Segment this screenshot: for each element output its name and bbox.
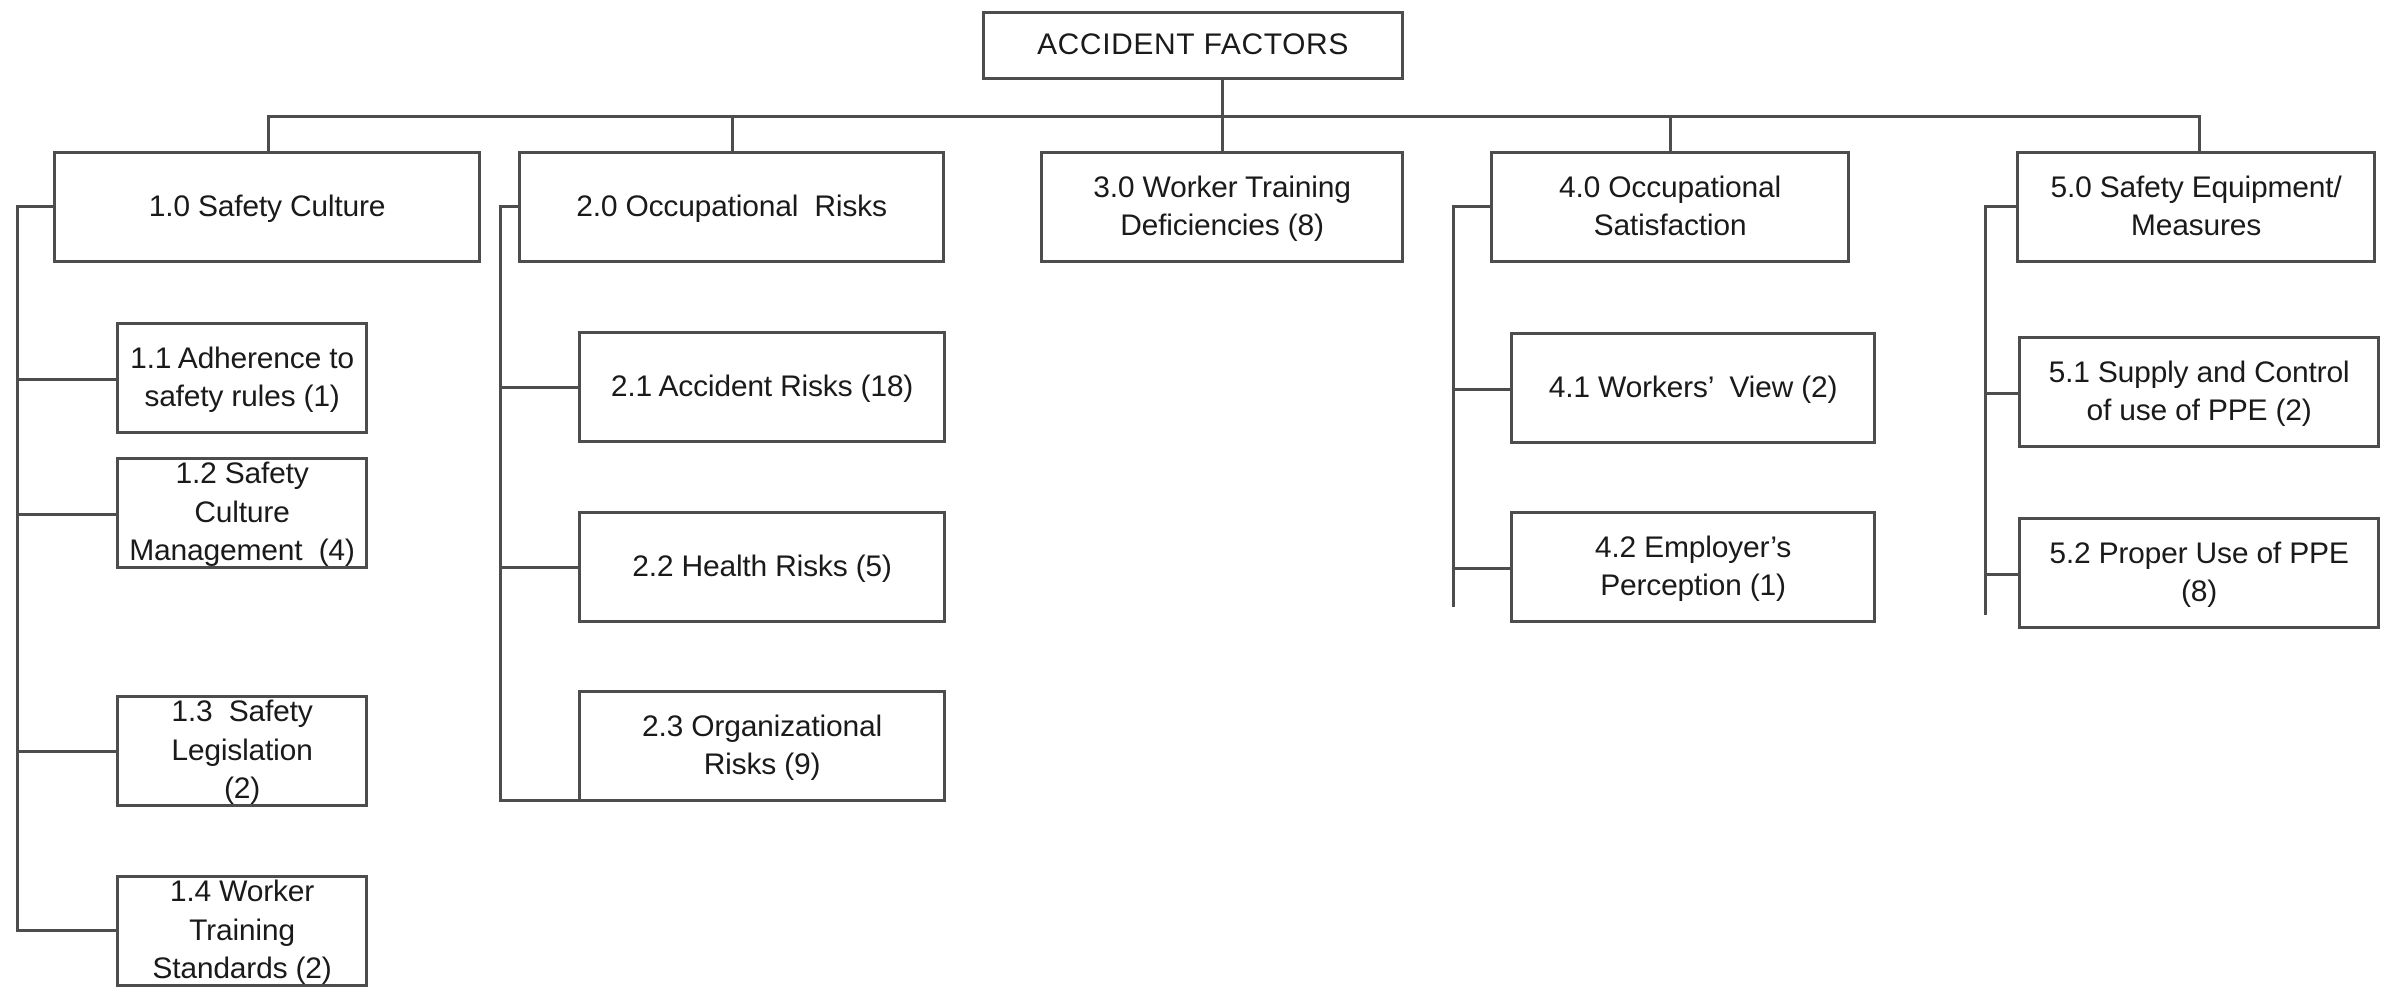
connector-drop-5 [2198, 115, 2201, 153]
connector-drop-2 [731, 115, 734, 153]
node-root-accident-factors[interactable]: ACCIDENT FACTORS [982, 11, 1404, 80]
connector-stub-2-2 [499, 566, 581, 569]
connector-trunk-5-head [1984, 205, 2019, 208]
connector-trunk-2 [499, 205, 502, 802]
node-2-1-accident-risks[interactable]: 2.1 Accident Risks (18) [578, 331, 946, 443]
node-1-1-adherence-to-safety-rules[interactable]: 1.1 Adherence to safety rules (1) [116, 322, 368, 434]
connector-root-stem [1221, 80, 1224, 118]
connector-trunk-4-head [1452, 205, 1493, 208]
connector-drop-4 [1669, 115, 1672, 153]
connector-trunk-1 [16, 205, 19, 931]
node-3-0-worker-training-deficiencies[interactable]: 3.0 Worker Training Deficiencies (8) [1040, 151, 1404, 263]
node-2-2-health-risks[interactable]: 2.2 Health Risks (5) [578, 511, 946, 623]
connector-trunk-5 [1984, 205, 1987, 615]
connector-stub-2-1 [499, 386, 581, 389]
connector-drop-1 [267, 115, 270, 153]
connector-trunk-2-head [499, 205, 521, 208]
connector-drop-3 [1221, 115, 1224, 153]
connector-stub-4-2 [1452, 567, 1513, 570]
connector-bus [267, 115, 2201, 118]
node-2-0-occupational-risks[interactable]: 2.0 Occupational Risks [518, 151, 945, 263]
node-1-3-safety-legislation[interactable]: 1.3 Safety Legislation (2) [116, 695, 368, 807]
connector-stub-5-1 [1984, 392, 2020, 395]
connector-stub-1-1 [16, 378, 119, 381]
node-4-2-employers-perception[interactable]: 4.2 Employer’s Perception (1) [1510, 511, 1876, 623]
node-5-2-proper-use-of-ppe[interactable]: 5.2 Proper Use of PPE (8) [2018, 517, 2380, 629]
connector-stub-1-4 [16, 929, 119, 932]
node-4-1-workers-view[interactable]: 4.1 Workers’ View (2) [1510, 332, 1876, 444]
node-2-3-organizational-risks[interactable]: 2.3 Organizational Risks (9) [578, 690, 946, 802]
node-4-0-occupational-satisfaction[interactable]: 4.0 Occupational Satisfaction [1490, 151, 1850, 263]
connector-stub-1-3 [16, 750, 119, 753]
node-5-0-safety-equipment-measures[interactable]: 5.0 Safety Equipment/ Measures [2016, 151, 2376, 263]
connector-stub-4-1 [1452, 388, 1513, 391]
node-1-2-safety-culture-management[interactable]: 1.2 Safety Culture Management (4) [116, 457, 368, 569]
node-5-1-supply-and-control-of-ppe[interactable]: 5.1 Supply and Control of use of PPE (2) [2018, 336, 2380, 448]
connector-stub-5-2 [1984, 573, 2020, 576]
node-1-4-worker-training-standards[interactable]: 1.4 Worker Training Standards (2) [116, 875, 368, 987]
connector-trunk-1-head [16, 205, 56, 208]
connector-trunk-4 [1452, 205, 1455, 607]
node-1-0-safety-culture[interactable]: 1.0 Safety Culture [53, 151, 481, 263]
connector-stub-2-3 [499, 799, 581, 802]
connector-stub-1-2 [16, 513, 119, 516]
